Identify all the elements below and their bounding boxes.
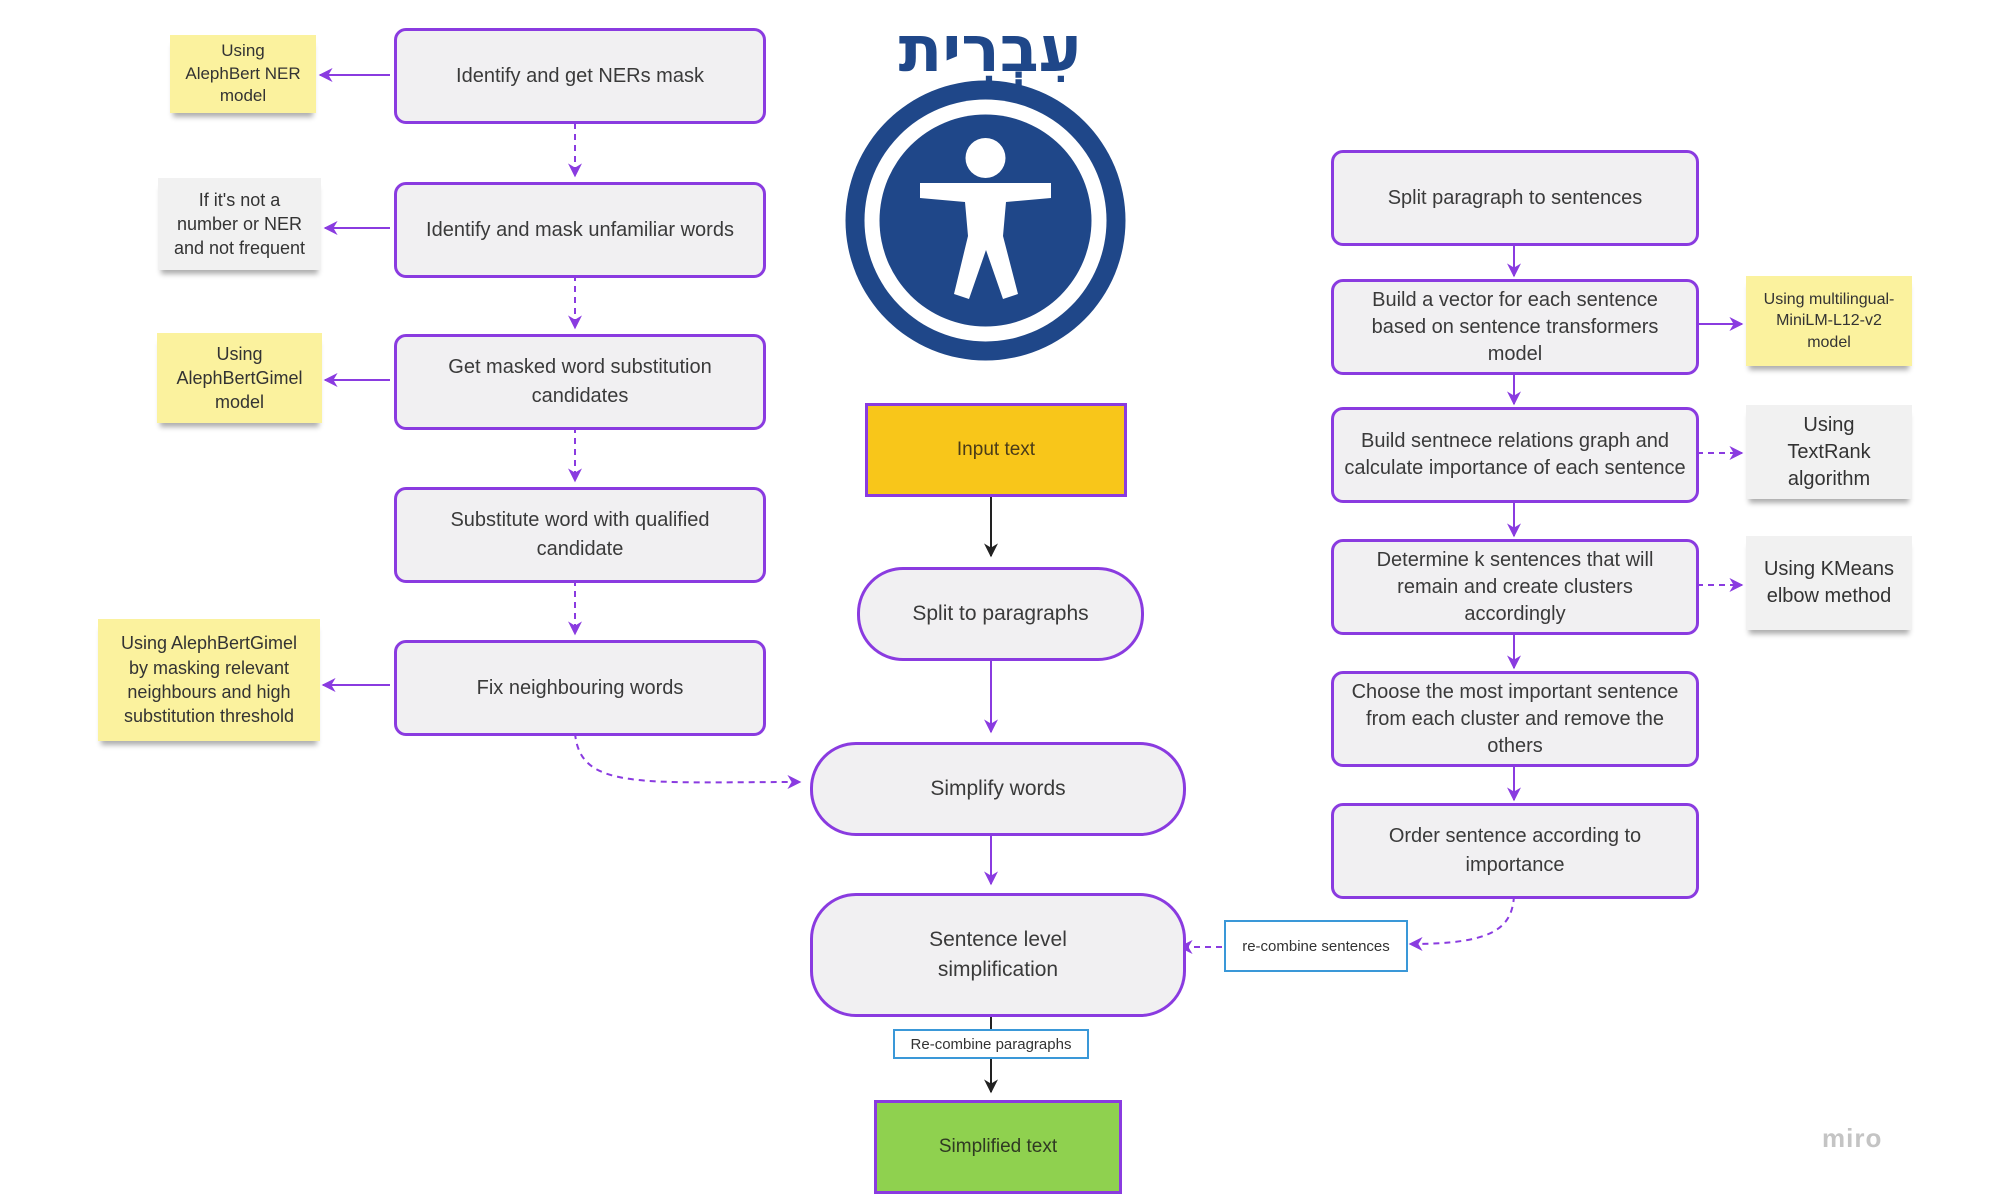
sentence-step-4: Determine k sentences that will remain a… bbox=[1331, 539, 1699, 635]
sentence-simplification-node: Sentence level simplification bbox=[810, 893, 1186, 1017]
miro-watermark: miro bbox=[1822, 1123, 1883, 1153]
word-note-3: Using AlephBertGimel model bbox=[157, 333, 322, 423]
sentence-step-3: Build sentnece relations graph and calcu… bbox=[1331, 407, 1699, 503]
sentence-note-3: Using KMeans elbow method bbox=[1746, 536, 1912, 630]
edge-word-5-to-simplify bbox=[574, 732, 802, 790]
simplify-words-node: Simplify words bbox=[810, 742, 1186, 836]
split-paragraphs-node: Split to paragraphs bbox=[857, 567, 1144, 661]
word-step-4: Substitute word with qualified candidate bbox=[394, 487, 766, 583]
edge-sent-6-to-recombine bbox=[1408, 895, 1515, 951]
input-text-node: Input text bbox=[865, 403, 1127, 497]
recombine-sentences-label: re-combine sentences bbox=[1224, 920, 1408, 972]
word-step-3: Get masked word substitution candidates bbox=[394, 334, 766, 430]
sentence-note-1: Using multilingual-MiniLM-L12-v2 model bbox=[1746, 276, 1912, 366]
recombine-paragraphs-label: Re-combine paragraphs bbox=[893, 1029, 1089, 1059]
simplified-text-node: Simplified text bbox=[874, 1100, 1122, 1194]
word-note-4: Using AlephBertGimel by masking relevant… bbox=[98, 619, 320, 741]
sentence-step-5: Choose the most important sentence from … bbox=[1331, 671, 1699, 767]
sentence-step-6: Order sentence according to importance bbox=[1331, 803, 1699, 899]
sentence-note-2: Using TextRank algorithm bbox=[1746, 405, 1912, 499]
word-step-2: Identify and mask unfamiliar words bbox=[394, 182, 766, 278]
hebrew-title: עִבְרִית bbox=[898, 13, 1082, 87]
sentence-step-1: Split paragraph to sentences bbox=[1331, 150, 1699, 246]
word-note-1: Using AlephBert NER model bbox=[170, 35, 316, 113]
word-step-5: Fix neighbouring words bbox=[394, 640, 766, 736]
word-step-1: Identify and get NERs mask bbox=[394, 28, 766, 124]
accessibility-icon bbox=[845, 80, 1126, 361]
sentence-step-2: Build a vector for each sentence based o… bbox=[1331, 279, 1699, 375]
word-note-2: If it's not a number or NER and not freq… bbox=[158, 178, 321, 270]
